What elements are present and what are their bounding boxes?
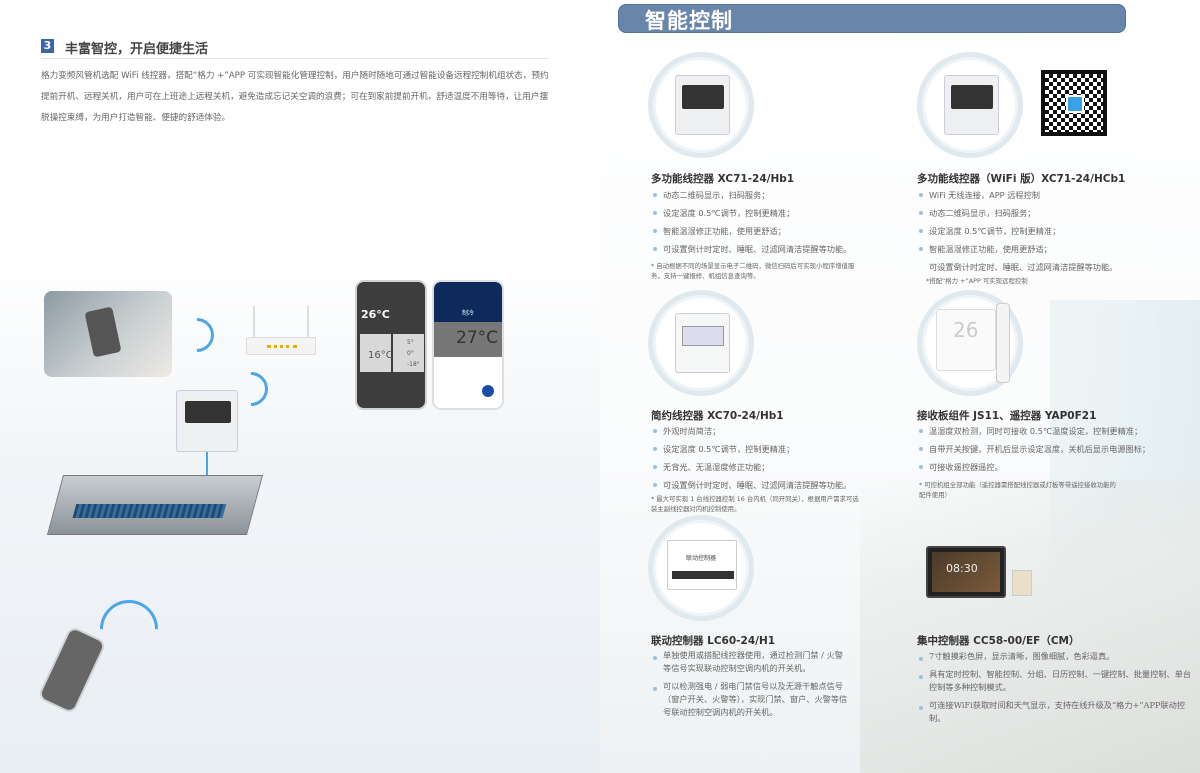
ac-temp: 27°C [456, 328, 499, 348]
feature-item: 可连接WiFi获取时间和天气显示，支持在线升级及“格力+”APP联动控制。 [917, 699, 1192, 725]
fridge-val: -18° [407, 361, 420, 368]
feature-item: 具有定时控制、智能控制、分组、日历控制、一键控制、批量控制、单台控制等多种控制模… [917, 668, 1192, 694]
receiver-display: 26 [953, 318, 979, 342]
feature-item: 可设置倒计时定时、睡眠、过滤网清洁提醒等功能。 [929, 262, 1118, 272]
feature-item: 智能温湿修正功能，使用更舒适； [917, 240, 1117, 258]
feature-item: WiFi 无线连接，APP 远程控制 [917, 186, 1117, 204]
intro-paragraph: 格力变频风管机选配 WiFi 线控器，搭配“格力 +”APP 可实现智能化管理控… [41, 71, 549, 123]
feature-item: 单独使用或搭配线控器使用，通过检测门禁 / 火警等信号实现联动控制空调内机的开关… [651, 649, 851, 675]
header-bar [618, 4, 1126, 33]
product-title: 联动控制器 LC60-24/H1 [651, 635, 776, 647]
device-label: 联动控制器 [686, 555, 717, 562]
feature-list: WiFi 无线连接，APP 远程控制 动态二维码显示，扫码服务； 设定温度 0.… [917, 186, 1117, 276]
module-image [1012, 570, 1032, 596]
router-image [246, 306, 316, 355]
feature-list: 外观时尚简洁； 设定温度 0.5℃调节，控制更精准； 无背光、无温湿度修正功能；… [651, 422, 851, 494]
feature-item: 设定温度 0.5℃调节，控制更精准； [917, 222, 1117, 240]
product-title: 集中控制器 CC58-00/EF（CM） [917, 635, 1080, 647]
feature-item: 外观时尚简洁； [651, 422, 851, 440]
app-home-temp: 26°C [361, 308, 390, 321]
product-image-xc71 [648, 52, 754, 158]
feature-item: 可设置倒计时定时、睡眠、过滤网清洁提醒等功能。 [651, 240, 851, 258]
feature-item: 智能温湿修正功能，使用更舒适； [651, 222, 851, 240]
app-screen-home: 26°C 16°C 5° 0° -18° [355, 280, 427, 410]
section-number: 3 [41, 39, 54, 53]
feature-list: 动态二维码显示，扫码服务； 设定温度 0.5℃调节，控制更精准； 智能温湿修正功… [651, 186, 851, 258]
remote-control-image [996, 303, 1010, 383]
footnote: * 自动根据不同的场景显示电子二维码，微信扫码后可实现小程序增值服务，支持一键报… [651, 262, 855, 280]
room-card-temp: 16°C [368, 350, 393, 361]
product-image-lc60: 联动控制器 [648, 515, 754, 621]
footnote: * 可控机组全部功能（遥控器需搭配线控器或灯板等带遥控接收功能的配件使用） [919, 481, 1116, 499]
room-floor-image [860, 480, 1200, 773]
qr-code [1041, 70, 1107, 136]
product-image-cc58: 08:30 [926, 546, 1006, 598]
product-image-js11: 26 [917, 290, 1023, 396]
section-title: 丰富智控，开启便捷生活 [65, 42, 209, 57]
duct-unit-image [46, 475, 264, 535]
page-title: 智能控制 [645, 9, 733, 33]
product-title: 接收板组件 JS11、遥控器 YAP0F21 [917, 410, 1097, 422]
tablet-clock: 08:30 [946, 562, 978, 575]
app-logo-icon [1066, 95, 1084, 113]
footnote: * 最大可实现 1 台线控器控制 16 台内机（同开同关），根据用户需求可选装主… [651, 495, 859, 513]
feature-list: 温湿度双检测，同时可接收 0.5℃温度设定，控制更精准； 自带开关按键，开机后显… [917, 422, 1150, 476]
product-title: 多功能线控器 XC71-24/Hb1 [651, 173, 795, 185]
feature-item: 设定温度 0.5℃调节，控制更精准； [651, 204, 851, 222]
feature-item: 自带开关按键，开机后显示设定温度，关机后显示电源图标； [917, 440, 1150, 458]
feature-item: 可以检测强电 / 弱电门禁信号以及无源干触点信号（窗户开关、火警等），实现门禁、… [651, 680, 851, 719]
product-image-xc71-wifi [917, 52, 1023, 158]
ac-mode: 制冷 [462, 310, 475, 317]
feature-item: 动态二维码显示，扫码服务； [917, 204, 1117, 222]
product-title: 简约线控器 XC70-24/Hb1 [651, 410, 784, 422]
feature-list: 7寸触摸彩色屏，显示清晰，图像细腻，色彩逼真。 具有定时控制、智能控制、分组、日… [917, 650, 1192, 725]
feature-item: 可设置倒计时定时、睡眠、过滤网清洁提醒等功能。 [651, 476, 851, 494]
connection-line [206, 452, 208, 480]
feature-item: 温湿度双检测，同时可接收 0.5℃温度设定，控制更精准； [917, 422, 1150, 440]
app-screen-ac: 制冷 27°C [432, 280, 504, 410]
feature-item: 可接收遥控器遥控。 [917, 458, 1150, 476]
fridge-val: 0° [407, 350, 414, 357]
footnote: *搭配“格力 +”APP 可实现远程控制 [926, 277, 1028, 285]
wired-controller-image [176, 390, 238, 452]
feature-item: 无背光、无温湿度修正功能； [651, 458, 851, 476]
fridge-val: 5° [407, 339, 414, 346]
product-image-xc70 [648, 290, 754, 396]
feature-list: 单独使用或搭配线控器使用，通过检测门禁 / 火警等信号实现联动控制空调内机的开关… [651, 649, 851, 719]
product-title: 多功能线控器（WiFi 版）XC71-24/HCb1 [917, 173, 1126, 185]
hand-phone-photo [44, 291, 172, 377]
feature-item: 7寸触摸彩色屏，显示清晰，图像细腻，色彩逼真。 [917, 650, 1192, 663]
divider [41, 58, 549, 59]
feature-item: 设定温度 0.5℃调节，控制更精准； [651, 440, 851, 458]
mode-button[interactable] [482, 385, 494, 397]
feature-item: 动态二维码显示，扫码服务； [651, 186, 851, 204]
